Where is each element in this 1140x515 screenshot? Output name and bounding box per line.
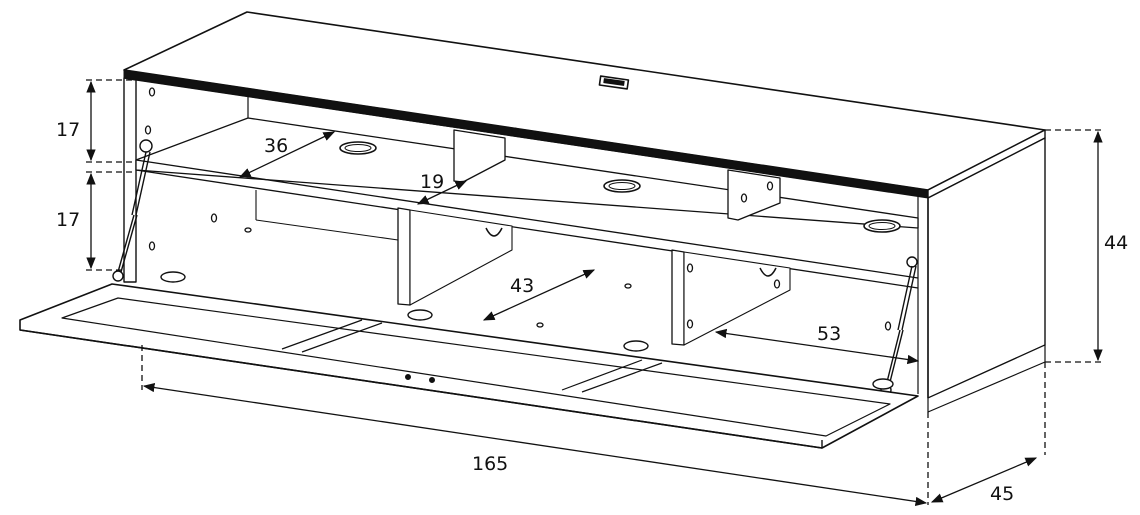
dim-arrow-upper-divider [416,180,468,205]
label-right-compartment-width: 53 [817,323,841,345]
lower-divider-right [671,249,685,346]
label-upper-divider-spacing: 19 [420,171,444,193]
lower-divider-left-side [409,209,513,306]
label-total-width: 165 [472,453,508,475]
label-total-depth: 45 [990,483,1014,505]
label-shelf-depth: 36 [264,135,288,157]
drop-down-door [19,271,919,449]
gas-strut-left [112,139,153,282]
dim-arrow-right-width [714,328,920,365]
shelf-pin-holes [144,87,892,331]
lower-divider-right-side [683,251,791,346]
upper-divider-left [453,129,506,183]
label-middle-compartment-width: 43 [510,275,534,297]
dimension-lines [86,79,1103,507]
dim-arrow-middle-width [482,269,596,321]
upper-divider-right [727,169,781,221]
dim-arrow-total-width [142,382,928,507]
dim-arrow-total-depth [930,457,1038,503]
label-upper-compartment-height: 17 [56,119,80,141]
dimension-labels: 17 17 36 19 43 53 44 165 45 [56,119,1128,505]
dim-arrow-shelf-depth [238,131,336,178]
cabinet-left-side [123,77,137,283]
door-panel [19,283,919,449]
lower-divider-left [397,207,411,306]
label-total-height: 44 [1104,232,1128,254]
label-lower-compartment-height: 17 [56,209,80,231]
